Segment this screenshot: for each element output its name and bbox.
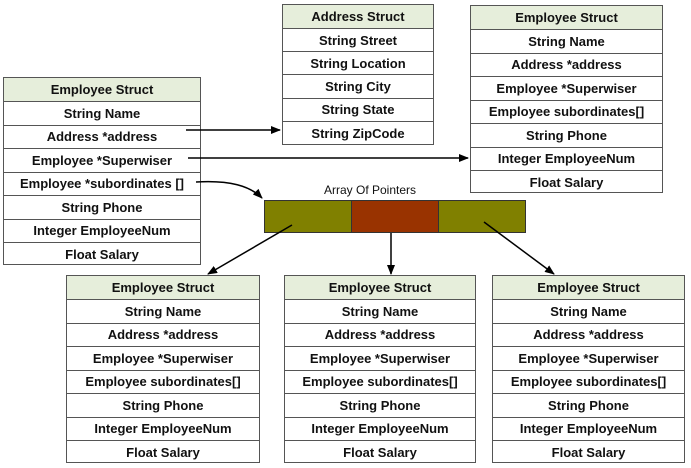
array-cell-1 [265, 201, 352, 232]
field-employee-num: Integer EmployeeNum [471, 148, 662, 171]
field-subordinates: Employee subordinates[] [285, 371, 475, 394]
field-name: String Name [4, 102, 200, 126]
field-name: String Name [285, 300, 475, 324]
field-phone: String Phone [493, 394, 684, 418]
field-zipcode: String ZipCode [311, 125, 405, 141]
array-cell-3 [439, 201, 525, 232]
subordinate-employee-struct-3: Employee Struct String Name Address *add… [492, 275, 685, 463]
field-subordinates: Employee subordinates[] [493, 371, 684, 394]
field-name: String Name [493, 300, 684, 324]
field-phone: String Phone [4, 196, 200, 220]
struct-title: Employee Struct [285, 276, 475, 300]
subordinate-employee-struct-1: Employee Struct String Name Address *add… [66, 275, 260, 463]
subordinate-employee-struct-2: Employee Struct String Name Address *add… [284, 275, 476, 463]
field-street: String Street [283, 29, 433, 53]
field-address-pointer: Address *address [493, 324, 684, 347]
main-employee-struct: Employee Struct String Name Address *add… [3, 77, 201, 265]
field-subordinates: Employee subordinates[] [67, 371, 259, 394]
field-address-pointer: Address *address [285, 324, 475, 347]
field-phone: String Phone [67, 394, 259, 418]
field-employee-num: Integer EmployeeNum [285, 418, 475, 441]
field-name: String Name [67, 300, 259, 324]
struct-title: Employee Struct [4, 78, 200, 102]
field-subordinates-pointer: Employee *subordinates [] [4, 173, 200, 196]
field-supervisor-pointer: Employee *Superwiser [67, 347, 259, 371]
subordinates-pointer-arrow [195, 180, 263, 199]
field-employee-num: Integer EmployeeNum [4, 220, 200, 243]
field-state: String State [283, 99, 433, 122]
struct-title: Employee Struct [471, 6, 662, 30]
field-supervisor-pointer: Employee *Superwiser [4, 149, 200, 173]
struct-title: Employee Struct [493, 276, 684, 300]
struct-title: Address Struct [283, 5, 433, 29]
address-struct: Address Struct String Street String Loca… [282, 4, 434, 145]
array-cell-2 [352, 201, 439, 232]
field-phone: String Phone [285, 394, 475, 418]
field-supervisor-pointer: Employee *Superwiser [493, 347, 684, 371]
struct-title: Employee Struct [67, 276, 259, 300]
array-of-pointers [264, 200, 526, 233]
field-address-pointer: Address *address [4, 126, 200, 149]
field-name: String Name [471, 30, 662, 54]
array-label: Array Of Pointers [324, 183, 417, 197]
field-supervisor-pointer: Employee *Superwiser [285, 347, 475, 371]
field-salary: Float Salary [126, 445, 200, 461]
supervisor-employee-struct: Employee Struct String Name Address *add… [470, 5, 663, 193]
field-salary: Float Salary [343, 445, 417, 461]
field-subordinates: Employee subordinates[] [471, 101, 662, 124]
field-city: String City [283, 75, 433, 99]
field-employee-num: Integer EmployeeNum [67, 418, 259, 441]
field-location: String Location [283, 52, 433, 76]
array-cell-3-arrow [483, 221, 555, 275]
array-cell-1-arrow [207, 224, 293, 275]
field-address-pointer: Address *address [471, 54, 662, 77]
field-salary: Float Salary [529, 175, 604, 191]
field-salary: Float Salary [551, 445, 626, 461]
field-salary: Float Salary [65, 247, 139, 263]
field-address-pointer: Address *address [67, 324, 259, 347]
field-employee-num: Integer EmployeeNum [493, 418, 684, 441]
field-supervisor-pointer: Employee *Superwiser [471, 77, 662, 101]
field-phone: String Phone [471, 124, 662, 148]
